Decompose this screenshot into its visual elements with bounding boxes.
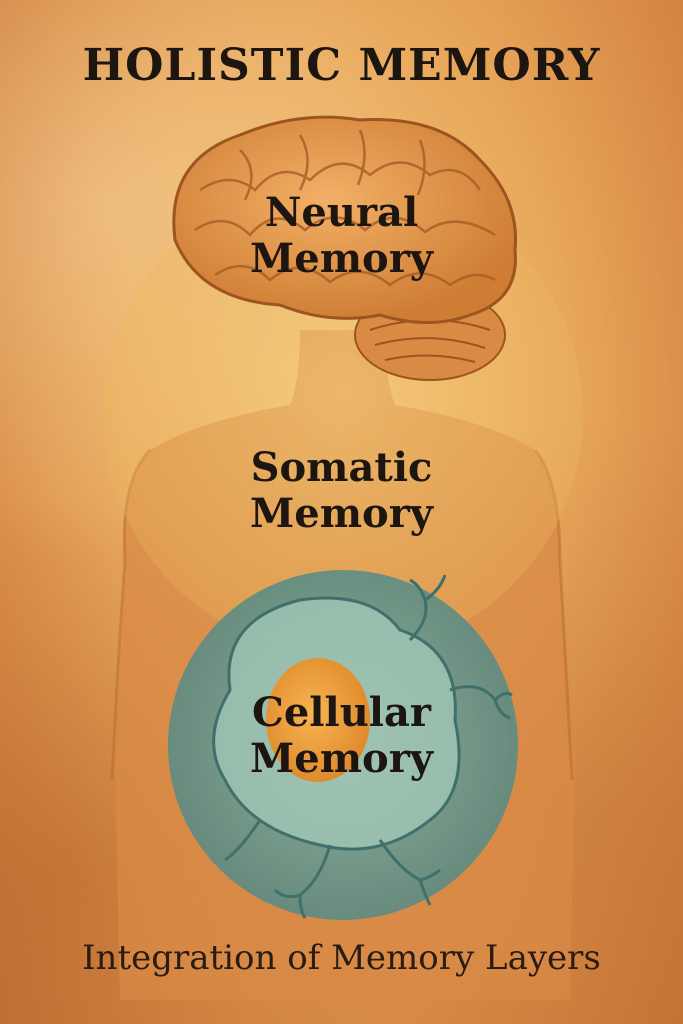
cellular-memory-label: Cellular Memory [0, 690, 683, 782]
footer-caption: Integration of Memory Layers [82, 938, 601, 978]
neural-label-line2: Memory [249, 235, 434, 282]
neural-memory-label: Neural Memory [0, 190, 683, 282]
somatic-memory-label: Somatic Memory [0, 445, 683, 537]
cellular-label-line2: Memory [249, 735, 434, 782]
cellular-label-line1: Cellular [252, 689, 431, 736]
brain-icon [172, 115, 518, 381]
cell-icon [212, 574, 513, 919]
page-title: HOLISTIC MEMORY [82, 40, 601, 91]
somatic-label-line2: Memory [249, 490, 434, 537]
somatic-label-line1: Somatic [250, 444, 433, 491]
neural-label-line1: Neural [264, 189, 419, 236]
